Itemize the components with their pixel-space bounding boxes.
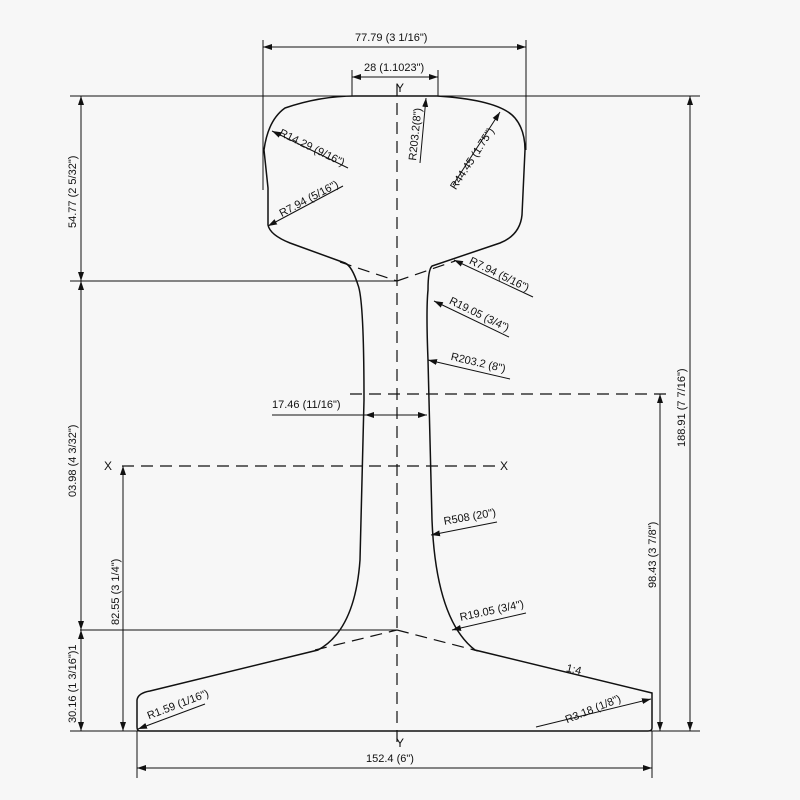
head-height-dim: 54.77 (2 5/32") <box>67 155 79 228</box>
shear-center-height-dim: 98.43 (3 7/8") <box>647 521 659 588</box>
web-thickness-dim: 17.46 (11/16") <box>272 399 341 411</box>
total-height-dim: 188.91 (7 7/16") <box>676 368 688 447</box>
y-axis-label-top: Y <box>396 81 405 95</box>
rail-outline <box>136 95 653 732</box>
head-width-dim: 77.79 (3 1/16") <box>355 32 428 44</box>
x-axis-label-right: X <box>500 459 509 473</box>
base-width-dim: 152.4 (6") <box>366 753 414 765</box>
base-height-dim: 30.16 (1 3/16")1 <box>67 644 79 723</box>
crown-flat-dim: 28 (1.1023") <box>364 62 425 74</box>
web-height-dim: 03.98 (4 3/32") <box>67 424 79 497</box>
neutral-axis-height-dim: 82.55 (3 1/4") <box>110 558 122 625</box>
y-axis-label-bottom: Y <box>396 736 405 750</box>
x-axis-label-left: X <box>104 459 113 473</box>
